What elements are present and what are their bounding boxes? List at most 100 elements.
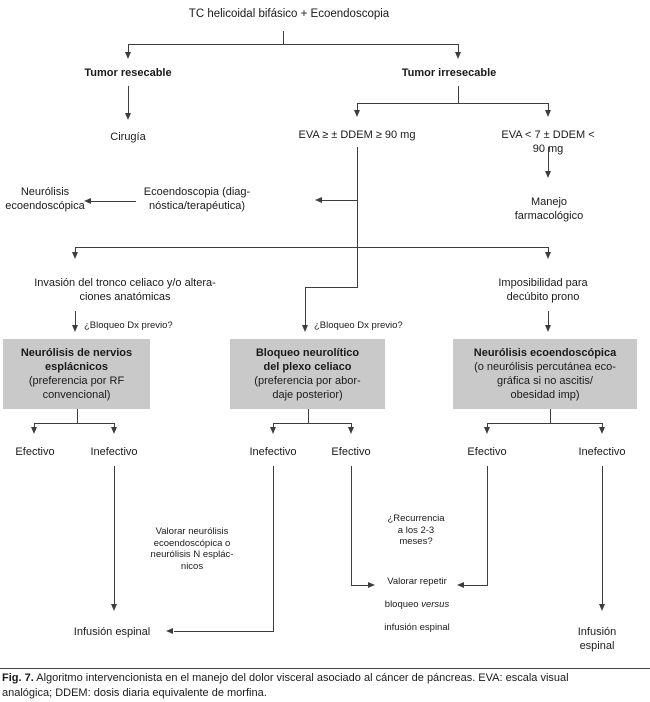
outcome-inefectivo-3: Inefectivo [578,446,626,458]
connector [273,466,274,632]
connector [464,585,488,586]
box-title: Neurólisis ecoendoscópica [473,347,617,359]
arrowhead-left [84,198,91,204]
connector [548,147,549,173]
caption-divider [0,668,650,669]
arrowhead-down [111,427,117,434]
connector [77,409,78,423]
label-recurrencia: ¿Recurrencia a los 2-3 meses? [387,513,445,547]
figure-caption: Fig. 7. Algoritmo intervencionista en el… [2,671,648,701]
node-eva-baja: EVA < 7 ± DDEM < 90 mg [501,129,595,155]
node-tumor-resecable: Tumor resecable [84,67,172,79]
box-subtitle: (preferencia por RF convencional) [28,375,125,401]
connector [128,44,129,53]
box-neurolisis-esplacnicos: Neurólisis de nervios esplácnicos (prefe… [3,339,150,409]
connector [548,247,549,253]
box-subtitle: (preferencia por abor- daje posterior) [254,375,361,401]
node-imposibilidad-decubito: Imposibilidad para decúbito prono [498,277,588,303]
connector [283,31,284,44]
arrowhead-down [545,110,551,117]
node-invasion-tronco-celiaco: Invasión del tronco celiaco y/o altera- … [34,277,216,303]
connector [174,631,274,632]
connector [305,287,358,288]
arrowhead-down [125,113,131,120]
connector [308,409,309,423]
node-tumor-irresecable: Tumor irresecable [401,67,497,79]
connector [128,44,458,45]
connector [487,423,603,424]
outcome-efectivo-1: Efectivo [15,446,55,458]
connector [75,247,548,248]
connector [458,86,459,104]
box-bloqueo-plexo-celiaco: Bloqueo neurolítico del plexo celiaco (p… [230,339,385,409]
caption-line2: analógica; DDEM: dosis diaria equivalent… [2,687,267,699]
connector [602,466,603,605]
connector [34,423,115,424]
arrowhead-down [484,427,490,434]
arrowhead-down [545,171,551,178]
connector [548,311,549,326]
connector [128,86,129,114]
node-infusion-espinal-izq: Infusión espinal [73,626,151,638]
connector [487,466,488,586]
connector [548,103,549,111]
node-neurolisis-ecoendoscopica: Neurólisis ecoendoscópica [5,186,85,212]
connector [357,147,358,288]
connector [351,423,352,428]
valorar-repetir-line1: Valorar repetir [387,575,447,587]
connector [273,423,274,428]
arrowhead-down [72,325,78,332]
connector [487,423,488,428]
caption-fig-label: Fig. 7. [2,672,34,684]
label-valorar-repetir: Valorar repetir bloqueo versus infusión … [384,564,450,633]
outcome-inefectivo-1: Inefectivo [90,446,138,458]
arrowhead-down [302,325,308,332]
box-neurolisis-ecoendoscopica: Neurólisis ecoendoscópica (o neurólisis … [453,339,637,409]
node-eva-alta: EVA ≥ ± DDEM ≥ 90 mg [298,129,416,141]
connector [114,423,115,428]
connector [322,200,358,201]
connector [273,423,352,424]
node-ecoendoscopia: Ecoendoscopia (diag- nóstica/terapéutica… [143,186,251,212]
arrowhead-down [545,325,551,332]
arrowhead-right [368,582,375,588]
connector [75,311,76,326]
arrowhead-down [270,427,276,434]
arrowhead-left [315,197,322,203]
arrowhead-down [348,427,354,434]
label-bloqueo-dx-previo-1: ¿Bloqueo Dx previo? [84,320,173,331]
arrowhead-down [599,427,605,434]
caption-line1: Algoritmo intervencionista en el manejo … [36,672,569,684]
connector [357,103,358,111]
box-title: Neurólisis de nervios esplácnicos [20,347,133,373]
node-cirugia: Cirugía [110,131,146,143]
arrowhead-down [31,427,37,434]
connector [550,409,551,423]
box-subtitle: (o neurólisis percutánea eco- gráfica si… [474,361,616,401]
node-manejo-farmacologico: Manejo farmacológico [514,196,584,222]
arrowhead-down [111,604,117,611]
box-title: Bloqueo neurolítico del plexo celiaco [255,347,360,373]
arrowhead-down [125,52,131,59]
outcome-efectivo-3: Efectivo [467,446,507,458]
arrowhead-down [455,52,461,59]
valorar-repetir-versus: versus [421,598,450,610]
connector [458,44,459,53]
connector [351,466,352,586]
node-infusion-espinal-der: Infusión espinal [577,626,617,652]
arrowhead-down [72,252,78,259]
outcome-efectivo-2: Efectivo [331,446,371,458]
node-title: TC helicoidal bifásico + Ecoendoscopia [188,8,390,20]
arrowhead-left [166,628,173,634]
label-bloqueo-dx-previo-2: ¿Bloqueo Dx previo? [314,320,403,331]
valorar-repetir-line2: bloqueo [384,598,422,610]
connector [114,466,115,605]
connector [34,423,35,428]
connector [357,103,548,104]
arrowhead-left [457,582,464,588]
valorar-repetir-line3: infusión espinal [384,621,450,633]
connector [75,247,76,253]
outcome-inefectivo-2: Inefectivo [249,446,297,458]
connector [351,585,368,586]
